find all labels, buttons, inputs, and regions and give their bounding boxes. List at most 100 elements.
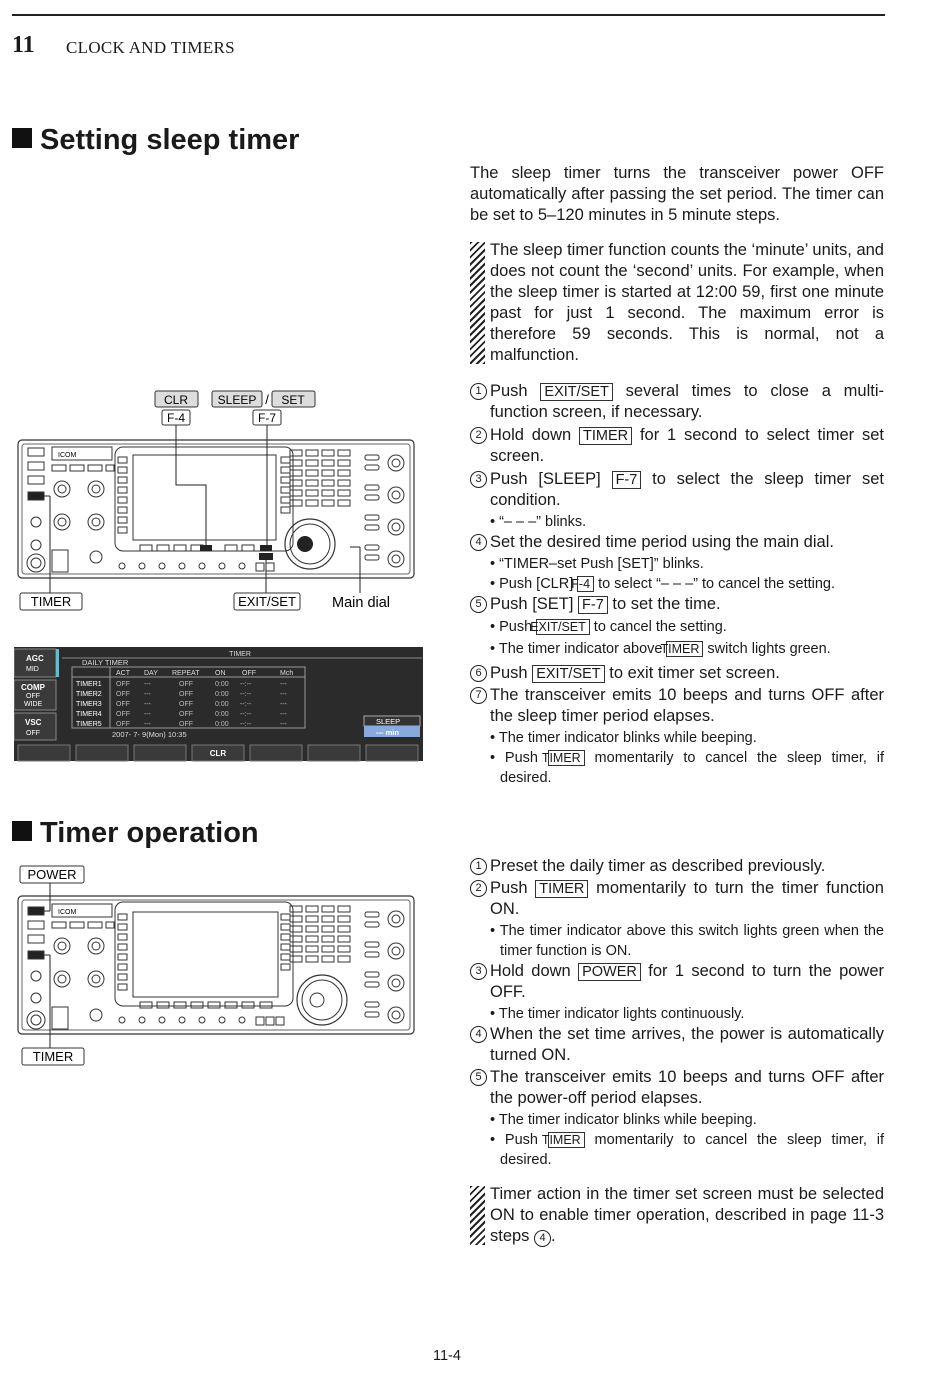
timer-label: TIMER [33, 1049, 73, 1064]
svg-text:OFF: OFF [116, 681, 130, 688]
svg-text:VSC: VSC [25, 718, 42, 727]
svg-text:REPEAT: REPEAT [172, 670, 200, 677]
svg-text:F-7: F-7 [258, 411, 276, 425]
svg-text:OFF: OFF [179, 711, 193, 718]
svg-text:TIMER2: TIMER2 [76, 691, 102, 698]
svg-text:---: --- [280, 701, 288, 708]
exit-set-label: EXIT/SET [238, 594, 296, 609]
main-dial-icon [284, 518, 336, 570]
svg-text:0:00: 0:00 [215, 681, 229, 688]
op-step-3-sub: • The timer indicator lights continuousl… [490, 1006, 745, 1022]
op-step-5-sub-2: • Push TIMER momentarily to cancel the s… [490, 1132, 885, 1168]
svg-text:--:--: --:-- [240, 711, 252, 718]
svg-text:TIMER1: TIMER1 [76, 681, 102, 688]
svg-text:TIMER: TIMER [229, 651, 251, 658]
svg-text:OFF: OFF [179, 691, 193, 698]
svg-text:---: --- [144, 711, 152, 718]
main-dial-icon [296, 974, 348, 1026]
set-label: SET [281, 393, 305, 407]
note-block: The sleep timer function counts the ‘min… [470, 240, 884, 366]
step-5-sub-2: • The timer indicator above TIMER switch… [490, 641, 831, 657]
svg-text:DAILY TIMER: DAILY TIMER [82, 658, 129, 667]
transceiver-power-figure: POWER ICOM [17, 865, 415, 1066]
svg-text:OFF: OFF [26, 693, 40, 700]
note-hatch-icon [470, 1186, 485, 1245]
svg-text:OFF: OFF [116, 701, 130, 708]
square-bullet-icon [12, 821, 32, 841]
svg-text:OFF: OFF [179, 701, 193, 708]
svg-text:--- min: --- min [376, 728, 399, 737]
svg-text:ACT: ACT [116, 670, 131, 677]
svg-text:---: --- [144, 701, 152, 708]
svg-text:0:00: 0:00 [215, 721, 229, 728]
svg-text:OFF: OFF [179, 721, 193, 728]
header-rule [12, 14, 885, 16]
svg-text:0:00: 0:00 [215, 701, 229, 708]
square-bullet-icon [12, 128, 32, 148]
sleep-timer-text: The sleep timer turns the transceiver po… [470, 163, 884, 788]
chapter-number: 11 [12, 32, 35, 58]
svg-text:OFF: OFF [116, 721, 130, 728]
svg-text:0:00: 0:00 [215, 691, 229, 698]
step-7-sub-1: • The timer indicator blinks while beepi… [490, 730, 757, 746]
timer-screen-figure: AGC MID COMP OFF WIDE VSC OFF TIMER DAIL… [14, 647, 423, 762]
svg-text:OFF: OFF [116, 711, 130, 718]
svg-text:---: --- [144, 691, 152, 698]
svg-text:TIMER5: TIMER5 [76, 721, 102, 728]
svg-text:OFF: OFF [26, 730, 40, 737]
step-5-sub-1: • Push EXIT/SET to cancel the setting. [490, 619, 727, 635]
section-title-timer-operation: Timer operation [12, 817, 259, 850]
clr-softkey: CLR [210, 749, 227, 758]
step-3-sub: • “– – –” blinks. [490, 514, 587, 530]
key-timer: TIMER [579, 427, 633, 445]
svg-text:MID: MID [26, 666, 39, 673]
op-step-2-sub: • The timer indicator above this switch … [490, 923, 884, 959]
svg-text:---: --- [144, 681, 152, 688]
svg-text:ON: ON [215, 670, 226, 677]
step-7-sub-2: • Push TIMER momentarily to cancel the s… [490, 750, 885, 786]
svg-text:Mch: Mch [280, 670, 293, 677]
svg-text:--:--: --:-- [240, 691, 252, 698]
svg-text:ICOM: ICOM [58, 909, 76, 916]
svg-text:F-4: F-4 [167, 411, 185, 425]
key-exit-set: EXIT/SET [540, 383, 613, 401]
page-number: 11-4 [433, 1348, 461, 1364]
svg-text:/: / [265, 392, 269, 407]
svg-text:--:--: --:-- [240, 681, 252, 688]
svg-text:---: --- [280, 721, 288, 728]
svg-text:OFF: OFF [116, 691, 130, 698]
svg-text:--:--: --:-- [240, 721, 252, 728]
sleep-label: SLEEP [218, 393, 257, 407]
svg-text:WIDE: WIDE [24, 701, 43, 708]
svg-text:---: --- [144, 721, 152, 728]
svg-text:---: --- [280, 711, 288, 718]
timer-label: TIMER [31, 594, 71, 609]
svg-text:SLEEP: SLEEP [376, 717, 400, 726]
step-4-sub-1: • “TIMER–set Push [SET]” blinks. [490, 556, 704, 572]
svg-text:---: --- [280, 691, 288, 698]
chapter-title: CLOCK AND TIMERS [66, 38, 235, 57]
op-note-block: Timer action in the timer set screen mus… [470, 1184, 884, 1247]
key-f7: F-7 [611, 471, 642, 489]
intro-paragraph: The sleep timer turns the transceiver po… [470, 164, 884, 224]
power-label: POWER [27, 867, 76, 882]
svg-text:2007- 7- 9(Mon) 10:35: 2007- 7- 9(Mon) 10:35 [112, 730, 187, 739]
svg-text:0:00: 0:00 [215, 711, 229, 718]
svg-text:TIMER3: TIMER3 [76, 701, 102, 708]
svg-text:DAY: DAY [144, 670, 158, 677]
svg-text:--:--: --:-- [240, 701, 252, 708]
svg-text:OFF: OFF [179, 681, 193, 688]
